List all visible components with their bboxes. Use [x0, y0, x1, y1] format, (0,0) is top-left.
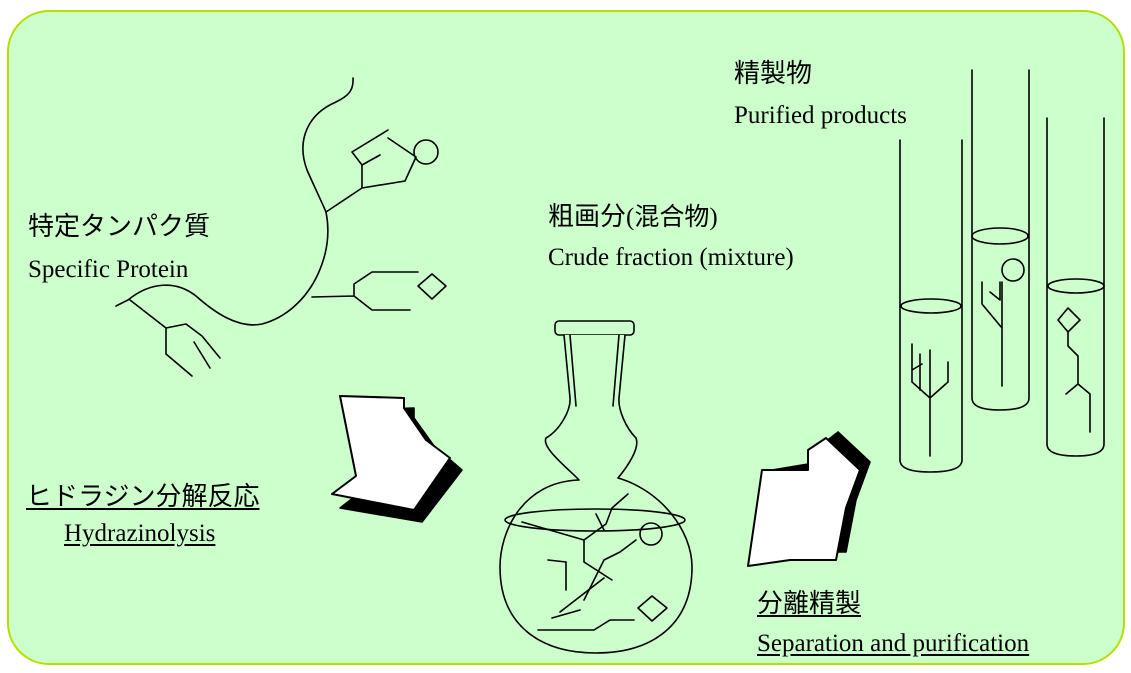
arrow-hydrazinolysis — [331, 395, 463, 523]
flask-liquid-surface — [504, 508, 686, 532]
glycan-right — [311, 271, 447, 311]
flask-stopper — [554, 320, 635, 336]
separation-label-jp: 分離精製 — [757, 589, 862, 619]
crude-label-jp: 粗画分(混合物) — [548, 202, 718, 233]
reaction-label-en: Hydrazinolysis — [64, 520, 216, 547]
reaction-label-jp: ヒドラジン分解反応 — [26, 482, 260, 512]
protein-label-jp: 特定タンパク質 — [28, 212, 211, 242]
separation-label-en: Separation and purification — [757, 630, 1030, 657]
flask-neck-inner — [569, 334, 620, 407]
flask — [499, 320, 693, 654]
test-tube-middle — [971, 69, 1030, 411]
flask-body — [499, 334, 693, 654]
crude-label-en: Crude fraction (mixture) — [548, 244, 794, 271]
protein-label-en: Specific Protein — [28, 256, 189, 283]
glycan-left — [129, 299, 221, 377]
arrow-separation — [747, 431, 871, 567]
crude-label-jp-paren: (混合物) — [626, 204, 718, 231]
test-tube-left — [899, 139, 963, 473]
flask-glycans — [521, 493, 668, 631]
purified-label-en: Purified products — [734, 102, 907, 129]
test-tube-right — [1046, 117, 1105, 457]
crude-label-jp-main: 粗画分 — [548, 202, 627, 232]
protein-backbone — [115, 77, 354, 326]
glycan-top — [325, 129, 439, 213]
purified-label-jp: 精製物 — [734, 59, 813, 89]
protein-illustration — [115, 77, 447, 377]
